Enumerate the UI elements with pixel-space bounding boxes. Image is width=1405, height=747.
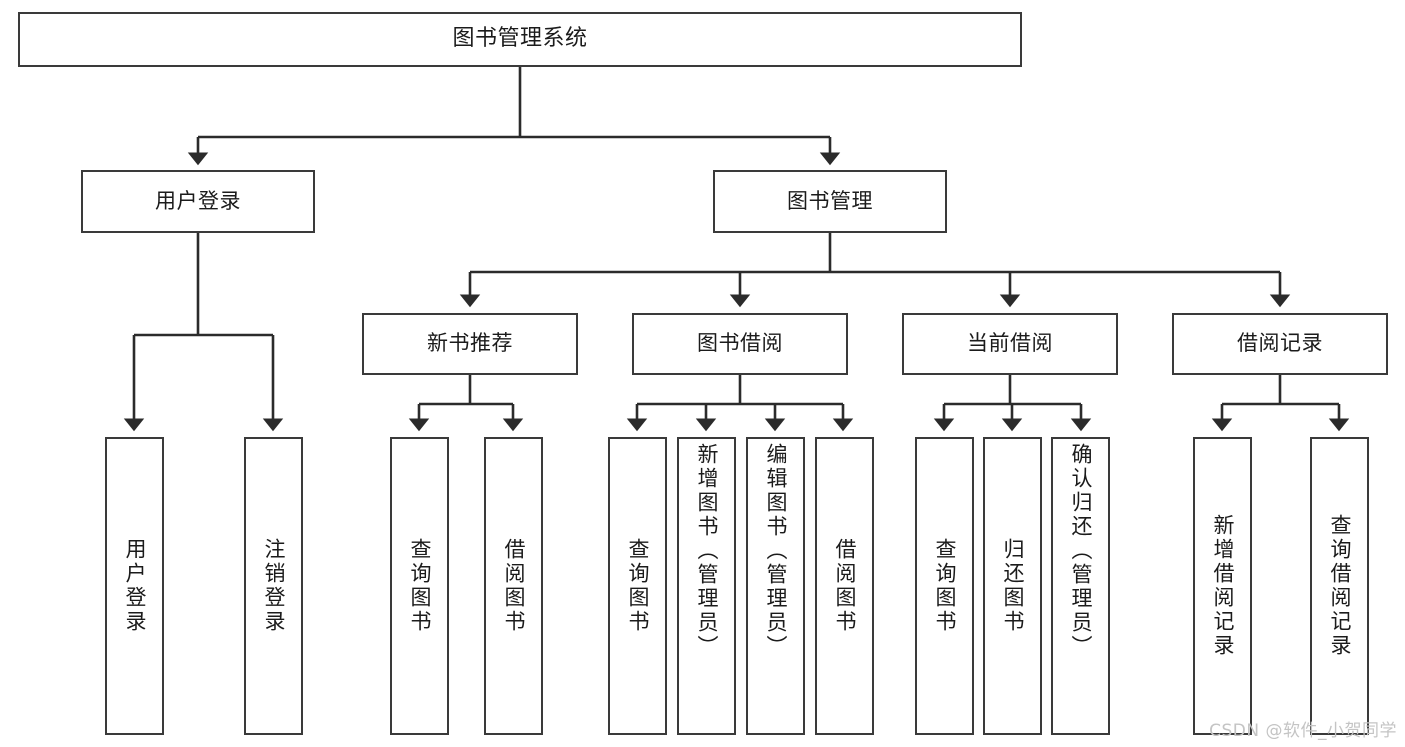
node-book-manage-label: 图书管理 (787, 188, 873, 213)
leaf-book-borrow-3[interactable]: 借阅图书 (815, 437, 874, 735)
leaf-label: 归还图书 (1001, 538, 1025, 634)
leaf-label: 查询图书 (408, 538, 432, 634)
node-book-manage[interactable]: 图书管理 (713, 170, 947, 233)
leaf-label: 用户登录 (123, 538, 147, 634)
node-root-label: 图书管理系统 (452, 26, 588, 52)
leaf-label: 查询借阅记录 (1328, 514, 1352, 658)
leaf-book-borrow-0[interactable]: 查询图书 (608, 437, 667, 735)
node-user-login[interactable]: 用户登录 (81, 170, 315, 233)
leaf-current-borrow-1[interactable]: 归还图书 (983, 437, 1042, 735)
leaf-label: 查询图书 (933, 538, 957, 634)
node-book-borrow[interactable]: 图书借阅 (632, 313, 848, 375)
node-current-borrow-label: 当前借阅 (967, 331, 1053, 356)
leaf-label: 注销登录 (262, 538, 286, 634)
leaf-user-login-0[interactable]: 用户登录 (105, 437, 164, 735)
node-borrow-record[interactable]: 借阅记录 (1172, 313, 1388, 375)
leaf-new-book-recommend-0[interactable]: 查询图书 (390, 437, 449, 735)
leaf-label: 借阅图书 (833, 538, 857, 634)
node-user-login-label: 用户登录 (155, 188, 241, 213)
node-root[interactable]: 图书管理系统 (18, 12, 1022, 67)
node-current-borrow[interactable]: 当前借阅 (902, 313, 1118, 375)
leaf-book-borrow-2[interactable]: 编辑图书（管理员） (746, 437, 805, 735)
node-borrow-record-label: 借阅记录 (1237, 331, 1323, 356)
leaf-label: 确认归还（管理员） (1069, 443, 1093, 659)
csdn-watermark: CSDN @软件_小贺同学 (1209, 721, 1397, 741)
leaf-label: 新增图书（管理员） (695, 443, 719, 659)
leaf-label: 编辑图书（管理员） (764, 443, 788, 659)
leaf-book-borrow-1[interactable]: 新增图书（管理员） (677, 437, 736, 735)
leaf-user-login-1[interactable]: 注销登录 (244, 437, 303, 735)
node-book-borrow-label: 图书借阅 (697, 331, 783, 356)
leaf-label: 查询图书 (626, 538, 650, 634)
leaf-label: 借阅图书 (502, 538, 526, 634)
leaf-borrow-record-0[interactable]: 新增借阅记录 (1193, 437, 1252, 735)
leaf-borrow-record-1[interactable]: 查询借阅记录 (1310, 437, 1369, 735)
leaf-new-book-recommend-1[interactable]: 借阅图书 (484, 437, 543, 735)
node-new-book-recommend[interactable]: 新书推荐 (362, 313, 578, 375)
leaf-current-borrow-2[interactable]: 确认归还（管理员） (1051, 437, 1110, 735)
leaf-label: 新增借阅记录 (1211, 514, 1235, 658)
node-new-book-recommend-label: 新书推荐 (427, 331, 513, 356)
leaf-current-borrow-0[interactable]: 查询图书 (915, 437, 974, 735)
